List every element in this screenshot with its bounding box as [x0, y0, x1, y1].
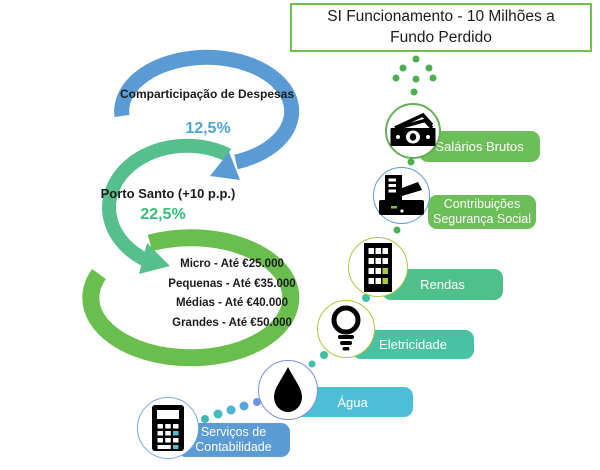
step-dot	[308, 360, 316, 368]
company-size-ring	[82, 229, 300, 367]
contribuicoes-circle	[373, 167, 430, 224]
title-box: SI Funcionamento - 10 Milhões a Fundo Pe…	[290, 3, 592, 52]
agua-circle	[258, 360, 318, 420]
tier-medias: Médias - Até €40.000	[175, 297, 289, 309]
servicos-circle	[137, 397, 199, 459]
title-line-1: SI Funcionamento - 10 Milhões a	[327, 7, 555, 25]
step-dot	[393, 226, 401, 234]
salarios-circle	[385, 103, 441, 159]
rendas-circle	[348, 237, 408, 297]
company-size-tiers: Micro - Até €25.000 Pequenas - Até €35.0…	[146, 255, 318, 333]
step-dot	[407, 158, 415, 166]
porto-santo-swirl	[102, 138, 232, 267]
porto-santo-swirl-arrowhead	[139, 243, 170, 274]
step-dot	[362, 294, 370, 302]
expense-label-salarios-brutos: Salários Brutos	[419, 131, 540, 162]
lightbulb-icon	[331, 305, 361, 351]
expense-label-contribuicoes-seguranca-social: Contribuições Segurança Social	[428, 195, 536, 229]
title-line-2: Fundo Perdido	[390, 28, 492, 46]
comparticipacao-swirl	[114, 49, 300, 170]
porto-santo-value: 22,5%	[140, 206, 186, 223]
comparticipacao-label: Comparticipação de Despesas	[119, 87, 295, 101]
step-dot	[320, 351, 328, 359]
dot-cluster	[392, 55, 437, 96]
tier-micro: Micro - Até €25.000	[180, 258, 284, 270]
tier-pequenas: Pequenas - Até €35.000	[168, 277, 296, 290]
water-drop-icon	[274, 367, 302, 412]
expense-label-servicos-contabilidade: Serviços de Contabilidade	[177, 423, 290, 457]
dot-trail	[201, 398, 261, 423]
building-icon	[364, 243, 392, 292]
calculator-icon	[152, 405, 184, 451]
comparticipacao-swirl-arrowhead	[210, 152, 240, 180]
tier-grandes: Grandes - Até €50.000	[172, 316, 292, 329]
comparticipacao-value: 12,5%	[185, 120, 231, 137]
eletricidade-circle	[317, 300, 375, 358]
porto-santo-label: Porto Santo (+10 p.p.)	[100, 186, 236, 201]
banknotes-icon	[390, 112, 436, 146]
cash-register-icon	[379, 174, 424, 215]
